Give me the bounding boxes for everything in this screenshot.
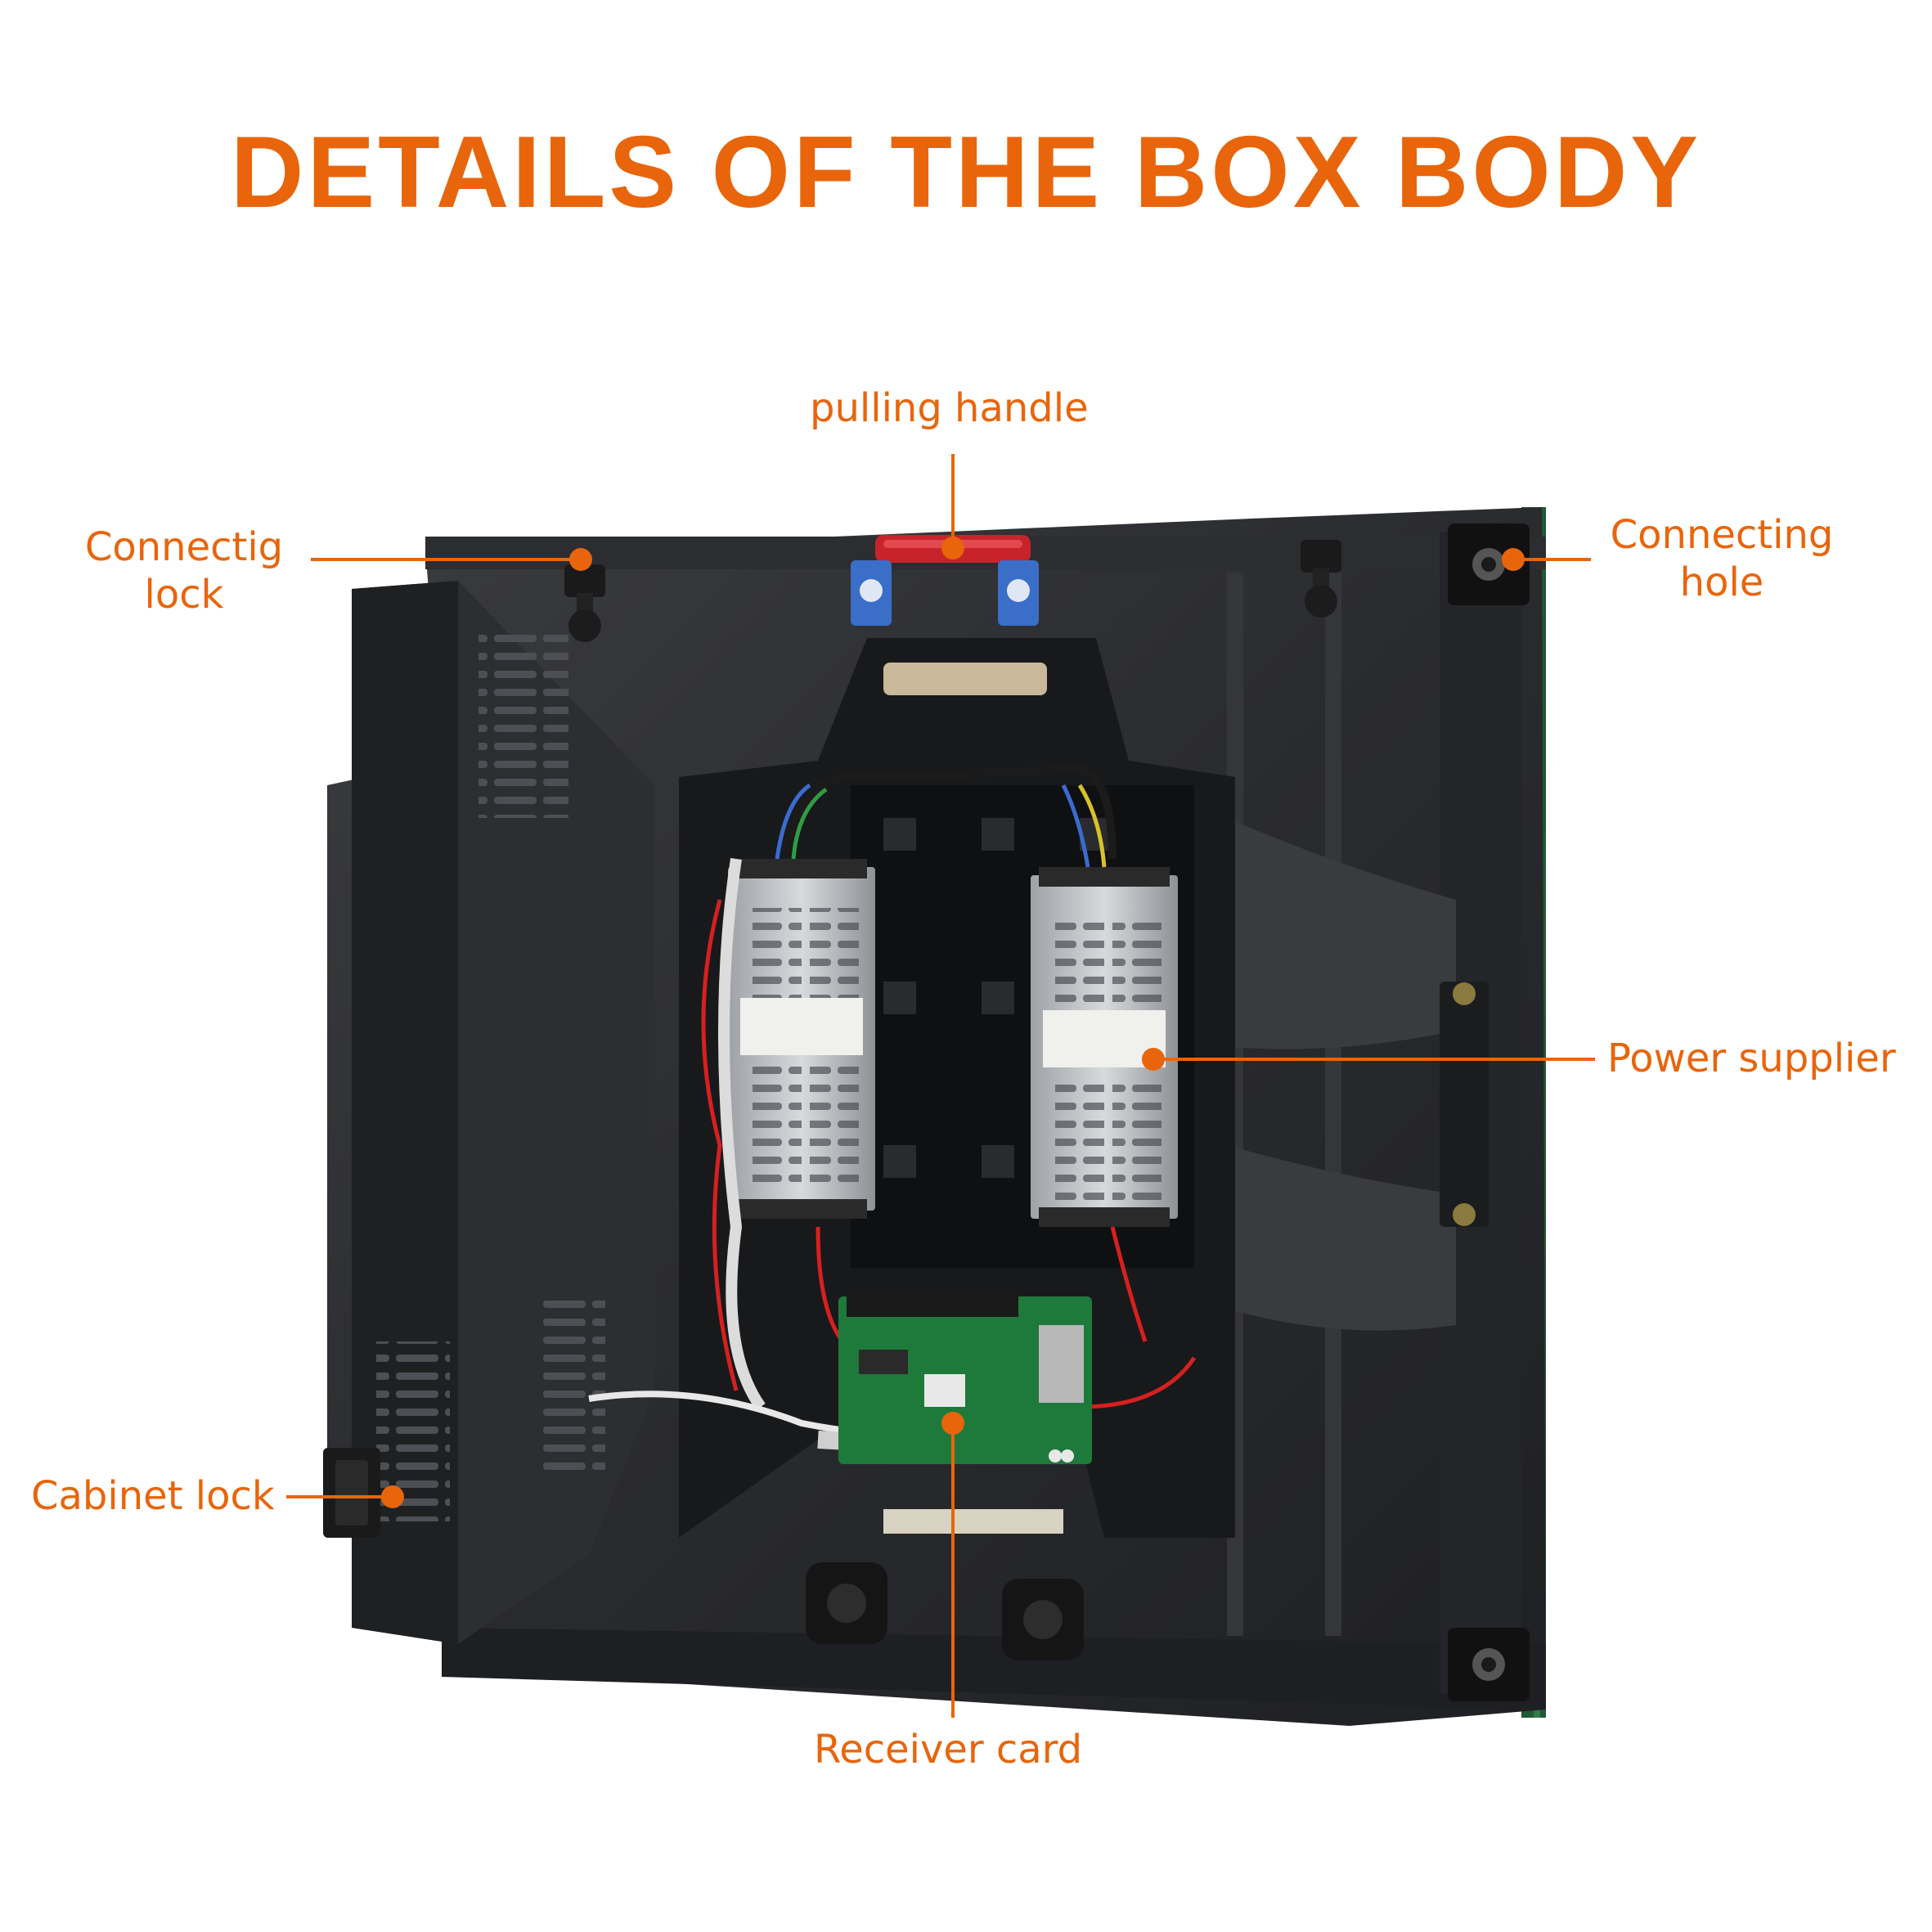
cabinet-door: [352, 581, 654, 1644]
label-receiver-card: Receiver card: [814, 1726, 1082, 1773]
bottom-cabinet-holes: [806, 1562, 1084, 1660]
top-right-connecting-lock: [1301, 540, 1341, 618]
page-title: DETAILS OF THE BOX BODY: [230, 116, 1702, 229]
label-connecting-hole-line2: hole: [1679, 559, 1764, 605]
label-cabinet-lock: Cabinet lock: [31, 1472, 275, 1520]
callout-dot-connecting-hole: [1502, 548, 1525, 571]
label-connecting-hole: Connecting hole: [1603, 511, 1840, 606]
label-cabinet-lock-text: Cabinet lock: [31, 1473, 275, 1519]
receiver-card: [838, 1292, 1092, 1464]
callout-dot-receiver-card: [941, 1412, 964, 1435]
callout-dot-power-supplier: [1142, 1048, 1165, 1071]
label-power-supplier-text: Power supplier: [1607, 1036, 1896, 1081]
callout-dot-cabinet-lock: [381, 1485, 404, 1508]
pulling-handle: [851, 535, 1047, 695]
label-connecting-lock-line1: Connectig: [84, 524, 284, 570]
label-power-supplier: Power supplier: [1607, 1035, 1896, 1082]
power-supply-left: [728, 859, 875, 1219]
top-right-connecting-hole: [1448, 523, 1530, 605]
label-pulling-handle: pulling handle: [810, 384, 1089, 432]
top-left-connecting-lock: [564, 564, 605, 642]
callout-dot-pulling-handle: [941, 537, 964, 559]
bottom-right-connecting-hole: [1448, 1628, 1530, 1701]
callout-dots: [381, 537, 1525, 1508]
label-receiver-card-text: Receiver card: [814, 1727, 1083, 1772]
label-pulling-handle-text: pulling handle: [810, 385, 1089, 431]
callout-dot-connecting-lock: [569, 548, 592, 571]
label-connecting-lock: Connectig lock: [82, 523, 286, 618]
label-connecting-lock-line2: lock: [144, 572, 224, 618]
callout-lines: [286, 454, 1595, 1718]
power-supply-right: [1031, 867, 1178, 1227]
left-cabinet-lock: [323, 1448, 380, 1538]
label-connecting-hole-line1: Connecting: [1610, 512, 1834, 558]
